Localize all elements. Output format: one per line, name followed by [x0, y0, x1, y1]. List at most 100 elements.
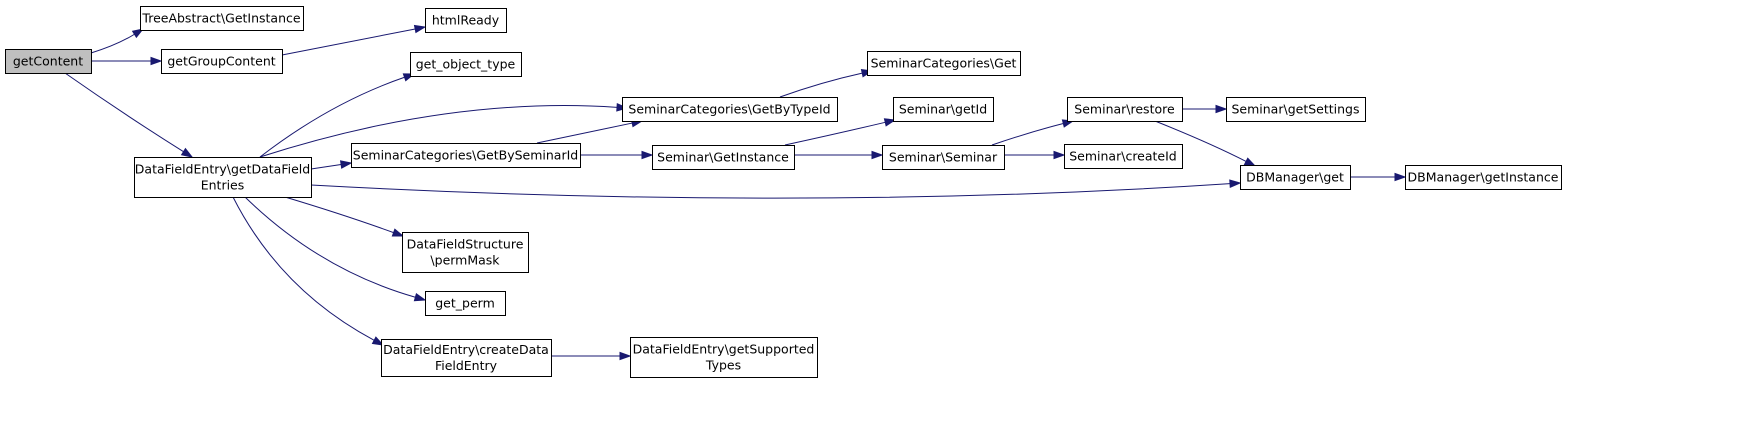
node-treeabstract-getinstance[interactable]: TreeAbstract\GetInstance	[140, 6, 304, 31]
node-label: htmlReady	[432, 13, 500, 28]
edge-seminarcategories-getbyseminarid-to-seminarcategories-getbytypeid	[536, 118, 644, 144]
edge-line	[310, 163, 342, 170]
node-box[interactable]	[351, 143, 581, 168]
edge-seminar-getinstance-to-seminar-seminar	[794, 150, 884, 160]
edge-line	[232, 196, 375, 341]
arrowhead-icon	[391, 228, 405, 237]
node-box[interactable]	[134, 157, 312, 198]
node-box[interactable]	[622, 97, 838, 122]
edge-line	[259, 105, 618, 158]
node-seminarcategories-getbytypeid[interactable]: SeminarCategories\GetByTypeId	[622, 97, 838, 122]
node-box[interactable]	[1226, 97, 1366, 122]
arrowhead-icon	[180, 147, 194, 158]
node-dbmanager-get[interactable]: DBManager\get	[1240, 165, 1351, 190]
node-box[interactable]	[882, 145, 1005, 170]
node-label: Seminar\getSettings	[1231, 102, 1359, 117]
arrowhead-icon	[1229, 179, 1242, 188]
node-label: get_object_type	[416, 57, 516, 72]
arrowhead-icon	[641, 150, 654, 160]
node-box[interactable]	[140, 6, 304, 31]
arrowhead-icon	[413, 292, 427, 302]
edge-getContent-to-datafieldentry-getdatafieldentries	[64, 72, 194, 158]
node-label: \permMask	[430, 253, 500, 268]
edge-datafieldentry-getdatafieldentries-to-get_perm	[244, 196, 427, 302]
arrowhead-icon	[150, 56, 163, 66]
node-label: DBManager\get	[1246, 170, 1344, 185]
node-box[interactable]	[1067, 97, 1183, 122]
node-seminarcategories-get[interactable]: SeminarCategories\Get	[867, 51, 1021, 76]
node-label: Seminar\createId	[1069, 149, 1177, 164]
node-label: SeminarCategories\Get	[871, 56, 1017, 71]
node-datafieldstructure-permmask[interactable]: DataFieldStructure\permMask	[402, 232, 529, 273]
edge-line	[244, 196, 416, 298]
node-label: getContent	[13, 54, 83, 69]
node-box[interactable]	[1405, 165, 1562, 190]
node-getContent[interactable]: getContent	[5, 49, 92, 74]
node-box[interactable]	[5, 49, 92, 74]
node-getGroupContent[interactable]: getGroupContent	[161, 49, 283, 74]
arrowhead-icon	[871, 150, 884, 160]
edge-line	[281, 28, 416, 56]
node-label: DataFieldEntry\getDataField	[135, 162, 310, 177]
edge-line	[90, 33, 135, 54]
nodes-layer: getContent TreeAbstract\GetInstance getGro…	[5, 6, 1562, 378]
node-get_perm[interactable]: get_perm	[425, 291, 506, 316]
edge-datafieldentry-getdatafieldentries-to-dbmanager-get	[310, 179, 1242, 199]
edge-getContent-to-getGroupContent	[91, 56, 163, 66]
edge-seminar-getinstance-to-seminar-getid	[784, 118, 897, 146]
node-seminar-seminar[interactable]: Seminar\Seminar	[882, 145, 1005, 170]
node-seminarcategories-getbyseminarid[interactable]: SeminarCategories\GetBySeminarId	[351, 143, 581, 168]
edge-seminar-restore-to-seminar-getsettings	[1182, 104, 1228, 114]
node-box[interactable]	[1240, 165, 1351, 190]
node-box[interactable]	[381, 339, 552, 377]
arrowhead-icon	[339, 160, 353, 169]
node-seminar-restore[interactable]: Seminar\restore	[1067, 97, 1183, 122]
edge-datafieldentry-getdatafieldentries-to-datafieldstructure-permmask	[284, 196, 405, 237]
node-box[interactable]	[425, 291, 506, 316]
edge-line	[64, 72, 184, 153]
node-box[interactable]	[867, 51, 1021, 76]
edge-line	[284, 196, 394, 234]
edge-line	[784, 121, 886, 146]
node-label: Entries	[201, 178, 245, 193]
node-label: DataFieldEntry\createData	[383, 342, 549, 357]
node-label: Seminar\getId	[899, 102, 987, 117]
node-seminar-getinstance[interactable]: Seminar\GetInstance	[652, 145, 795, 170]
edge-getContent-to-treeabstract-getinstance	[90, 28, 145, 54]
node-box[interactable]	[161, 49, 283, 74]
node-label: DataFieldStructure	[407, 237, 524, 252]
arrowhead-icon	[131, 28, 145, 39]
node-seminar-getsettings[interactable]: Seminar\getSettings	[1226, 97, 1366, 122]
edge-line	[536, 122, 633, 144]
node-box[interactable]	[1064, 144, 1183, 169]
node-label: get_perm	[435, 296, 495, 311]
node-get_object_type[interactable]: get_object_type	[410, 52, 522, 77]
node-box[interactable]	[652, 145, 795, 170]
node-label: Seminar\restore	[1074, 102, 1175, 117]
edge-line	[991, 122, 1064, 146]
edge-datafieldentry-getdatafieldentries-to-seminarcategories-getbyseminarid	[310, 160, 353, 170]
node-box[interactable]	[410, 52, 522, 77]
node-label: Types	[705, 358, 741, 373]
arrowhead-icon	[1394, 172, 1407, 182]
node-box[interactable]	[630, 337, 818, 378]
edge-seminarcategories-getbytypeid-to-seminarcategories-get	[779, 69, 874, 98]
node-dbmanager-getinstance[interactable]: DBManager\getInstance	[1405, 165, 1562, 190]
node-label: TreeAbstract\GetInstance	[141, 11, 300, 26]
node-seminar-createid[interactable]: Seminar\createId	[1064, 144, 1183, 169]
arrowhead-icon	[1053, 150, 1066, 160]
edge-datafieldentry-getdatafieldentries-to-datafieldentry-createdatafieldentry	[232, 196, 385, 346]
arrowhead-icon	[1243, 157, 1257, 167]
node-label: DataFieldEntry\getSupported	[633, 342, 815, 357]
node-box[interactable]	[402, 232, 529, 273]
node-htmlReady[interactable]: htmlReady	[425, 8, 507, 33]
node-box[interactable]	[893, 97, 994, 122]
node-seminar-getid[interactable]: Seminar\getId	[893, 97, 994, 122]
node-box[interactable]	[425, 8, 507, 33]
edge-line	[310, 183, 1231, 199]
edges-layer	[64, 24, 1407, 361]
edge-seminar-seminar-to-seminar-restore	[991, 119, 1075, 146]
